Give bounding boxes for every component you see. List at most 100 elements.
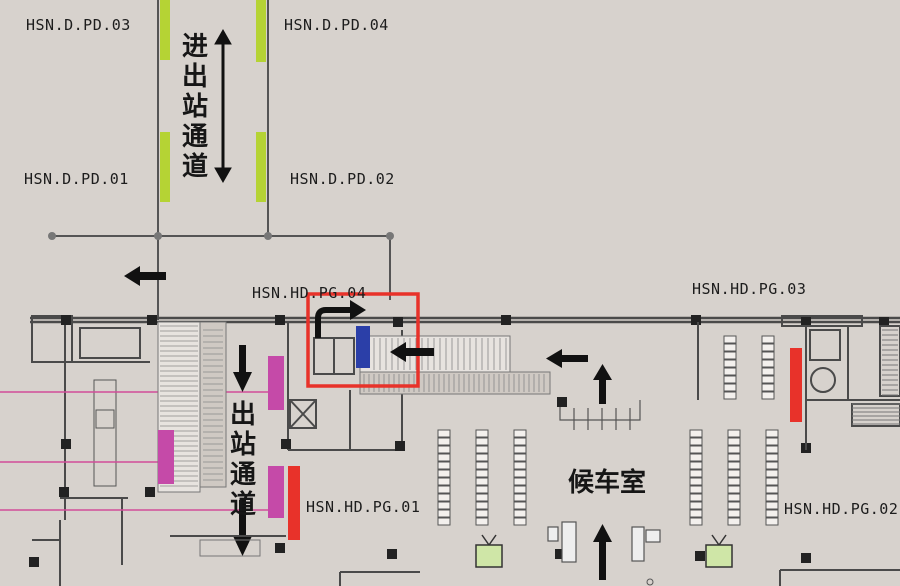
seat bbox=[689, 437, 703, 446]
seat bbox=[437, 461, 451, 470]
up-arrow-icon-2 bbox=[593, 524, 612, 580]
seat bbox=[727, 485, 741, 494]
pipe-nodes bbox=[48, 232, 394, 240]
seat bbox=[761, 335, 775, 344]
label-pd04: HSN.D.PD.04 bbox=[284, 16, 389, 34]
tv-icon-2 bbox=[705, 534, 733, 568]
seat bbox=[513, 477, 527, 486]
seat bbox=[437, 429, 451, 438]
seat bbox=[437, 517, 451, 526]
seat bbox=[513, 501, 527, 510]
seat bbox=[689, 485, 703, 494]
seat bbox=[437, 453, 451, 462]
wall-post bbox=[59, 487, 69, 497]
seat bbox=[513, 517, 527, 526]
seat bbox=[761, 375, 775, 384]
seat bbox=[689, 469, 703, 478]
seat bbox=[689, 493, 703, 502]
seat bbox=[475, 437, 489, 446]
double-arrow-vertical-icon bbox=[214, 28, 232, 184]
magenta-markers bbox=[158, 356, 284, 518]
seat bbox=[475, 429, 489, 438]
wall-post bbox=[29, 557, 39, 567]
seat bbox=[475, 493, 489, 502]
seat bbox=[765, 469, 779, 478]
seat bbox=[723, 391, 737, 400]
label-pg04: HSN.HD.PG.04 bbox=[252, 284, 367, 302]
left-arrow-icon-3 bbox=[546, 349, 588, 368]
seat bbox=[437, 493, 451, 502]
label-pg03: HSN.HD.PG.03 bbox=[692, 280, 807, 298]
seat bbox=[727, 469, 741, 478]
seat bbox=[689, 509, 703, 518]
seat bbox=[513, 509, 527, 518]
wall-post bbox=[275, 315, 285, 325]
seat bbox=[513, 429, 527, 438]
seat bbox=[727, 517, 741, 526]
wall-post bbox=[387, 549, 397, 559]
wall-post bbox=[145, 487, 155, 497]
seat bbox=[513, 461, 527, 470]
seat bbox=[513, 437, 527, 446]
seat bbox=[727, 453, 741, 462]
wall-post bbox=[557, 397, 567, 407]
seat bbox=[727, 493, 741, 502]
left-section-walls bbox=[31, 315, 150, 586]
seat bbox=[689, 517, 703, 526]
seat bbox=[475, 445, 489, 454]
wall-post bbox=[275, 543, 285, 553]
seat bbox=[727, 461, 741, 470]
seat bbox=[437, 501, 451, 510]
seat bbox=[513, 485, 527, 494]
seat bbox=[437, 485, 451, 494]
seat bbox=[513, 453, 527, 462]
seat bbox=[723, 367, 737, 376]
seat bbox=[727, 445, 741, 454]
seat bbox=[689, 445, 703, 454]
seat bbox=[765, 453, 779, 462]
seat bbox=[723, 335, 737, 344]
seat bbox=[761, 383, 775, 392]
label-pg02: HSN.HD.PG.02 bbox=[784, 500, 899, 518]
seat bbox=[761, 367, 775, 376]
seat bbox=[765, 493, 779, 502]
seat bbox=[475, 453, 489, 462]
seat bbox=[689, 453, 703, 462]
seat bbox=[437, 477, 451, 486]
bottom-walls bbox=[170, 535, 900, 586]
seat bbox=[761, 351, 775, 360]
seat bbox=[765, 501, 779, 510]
wall-post bbox=[393, 317, 403, 327]
wall-post bbox=[61, 439, 71, 449]
gate-row bbox=[559, 400, 641, 430]
equipment-column bbox=[93, 379, 117, 487]
seat bbox=[765, 485, 779, 494]
seat-rows bbox=[437, 335, 779, 526]
seat bbox=[437, 445, 451, 454]
green-markers bbox=[160, 0, 266, 202]
seat bbox=[765, 437, 779, 446]
seat bbox=[689, 501, 703, 510]
seat bbox=[761, 391, 775, 400]
seat bbox=[475, 517, 489, 526]
seat bbox=[727, 509, 741, 518]
passage-walls bbox=[52, 0, 391, 320]
seat bbox=[727, 477, 741, 486]
seat bbox=[689, 461, 703, 470]
seat bbox=[475, 501, 489, 510]
left-arrow-icon-1 bbox=[124, 266, 166, 286]
seat bbox=[475, 509, 489, 518]
inout-passage-label: 进 出 站 通 道 bbox=[181, 32, 208, 182]
seat bbox=[513, 469, 527, 478]
seat bbox=[765, 509, 779, 518]
left-arrow-icon-2 bbox=[390, 342, 434, 362]
wall-post bbox=[695, 551, 705, 561]
kiosks bbox=[547, 521, 661, 563]
seat bbox=[723, 383, 737, 392]
wall-post bbox=[555, 549, 565, 559]
down-arrow-icon-1 bbox=[233, 345, 252, 392]
right-stairs bbox=[852, 329, 900, 425]
wall-post bbox=[501, 315, 511, 325]
